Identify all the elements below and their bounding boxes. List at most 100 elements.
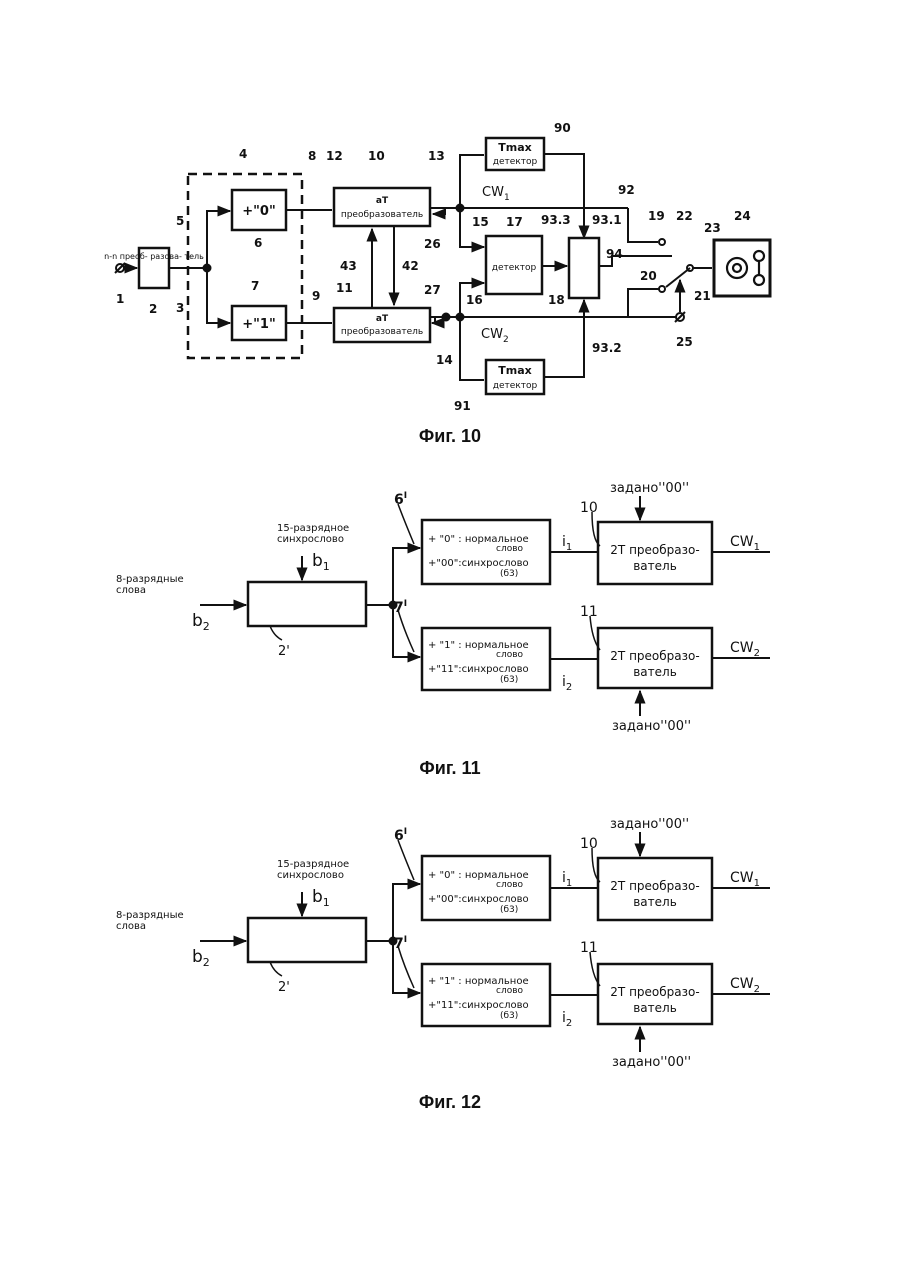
ref-4: 4 [239,147,247,161]
nrzi-label-line1: n-n преоб- разова- тель [104,252,204,261]
conv10-label-b: преобразователь [341,210,423,220]
add0-label: +"0" [242,204,275,219]
ref-93-2: 93.2 [592,341,622,355]
tmax-bottom-label-b: детектор [493,381,538,391]
wire-to-top-block [393,548,420,605]
i2-label: i2 [562,674,572,693]
conv-bottom-line2-fig12: ватель [633,1001,677,1015]
ref-7prime-fig12: 7I [394,935,407,952]
cw2-label: CW2 [481,327,509,345]
ref-5: 5 [176,214,184,228]
conv10-label-a: aT [376,196,389,206]
ref-11-fig11: 11 [580,604,598,620]
ref-7prime: 7I [394,599,407,616]
top-block-line3-fig12: +"00":синхрослово [428,894,529,905]
conv-bottom-line1-fig12: 2T преобразо- [610,985,699,999]
ref-11: 11 [336,281,353,295]
conv11-label-b: преобразователь [341,327,423,337]
wire-93-2 [544,300,584,377]
given-top-label: задано''00'' [610,481,689,496]
ref-13: 13 [428,149,445,163]
add1-label: +"1" [242,317,275,332]
b1-label-fig12: b1 [312,887,330,909]
ref-1: 1 [116,292,124,306]
bottom-insert-block-7prime [422,628,550,690]
logic-block-94 [569,238,599,298]
sync-word-label-2-fig12: синхрослово [277,870,344,881]
top-block-line3: +"00":синхрослово [428,558,529,569]
leader-2prime-fig12 [270,962,282,976]
i1-label: i1 [562,534,572,553]
leader-6prime-fig12 [398,840,414,880]
input-words-label-2-fig12: слова [116,921,146,932]
conv11-label-a: aT [376,314,389,324]
ref-17: 17 [506,215,523,229]
ref-22: 22 [676,209,693,223]
ref-3: 3 [176,301,184,315]
ref-91: 91 [454,399,471,413]
sync-word-label-1-fig12: 15-разрядное [277,859,349,870]
bottom-insert-block-7prime-fig12 [422,964,550,1026]
conv-top-line2: ватель [633,559,677,573]
ref-24: 24 [734,209,751,223]
conv-bottom-line1: 2T преобразо- [610,649,699,663]
terminal-25 [675,312,685,322]
ref-23: 23 [704,221,721,235]
ref-18: 18 [548,293,565,307]
at-converter-10 [334,188,430,226]
top-insert-block-6prime [422,520,550,584]
bottom-block-line3: +"11":синхрослово [428,664,529,675]
ref-2: 2 [149,302,157,316]
i1-label-fig12: i1 [562,870,572,889]
top-block-line4: (б3) [500,569,518,579]
figure-11: 8-разрядные слова 15-разрядное синхросло… [116,481,770,778]
input-words-label-1-fig12: 8-разрядные [116,910,184,921]
leader-7prime-fig12 [398,946,414,988]
ref-42: 42 [402,259,419,273]
ref-10-fig12: 10 [580,836,598,852]
ref-10: 10 [368,149,385,163]
cw1-fig12: CW1 [730,870,760,889]
input-terminal-1 [115,263,125,273]
ref-16: 16 [466,293,483,307]
wire-to-add1 [207,268,230,323]
b2-label-fig12: b2 [192,947,210,969]
sync-word-label-1: 15-разрядное [277,523,349,534]
ref-21: 21 [694,289,711,303]
leader-7prime [398,610,414,652]
ref-92: 92 [618,183,635,197]
tape-reel-icon [727,251,764,285]
given-top-label-fig12: задано''00'' [610,817,689,832]
b1-label: b1 [312,551,330,573]
switch-contact-20 [659,286,665,292]
ref-90: 90 [554,121,571,135]
i2-label-fig12: i2 [562,1010,572,1029]
bottom-block-line4: (б3) [500,675,518,685]
conv-top-line1-fig12: 2T преобразо- [610,879,699,893]
leader-2prime [270,626,282,640]
ref-6prime-fig12: 6I [394,827,407,844]
cw1-fig11: CW1 [730,534,760,553]
wire-to-top-block-fig12 [393,884,420,941]
ref-10-fig11: 10 [580,500,598,516]
node-14 [443,314,450,321]
figure-10-labels: n-n преоб- разова- тель +"0" +"1" aT пре… [104,121,751,446]
conv-top-line1: 2T преобразо- [610,543,699,557]
top-block-line4-fig12: (б3) [500,905,518,915]
ref-25: 25 [676,335,693,349]
switch-arm [666,268,690,287]
ref-6: 6 [254,236,262,250]
bottom-block-line2-fig12: слово [496,986,524,996]
wire-to-tmax-top [460,155,484,208]
bottom-block-line4-fig12: (б3) [500,1011,518,1021]
bottom-block-line3-fig12: +"11":синхрослово [428,1000,529,1011]
given-bottom-label: задано''00'' [612,719,691,734]
ref-9: 9 [312,289,320,303]
b2-label: b2 [192,611,210,633]
ref-94: 94 [606,247,623,261]
detector-17-label: детектор [492,263,537,273]
wire-to-add0 [207,211,230,268]
conv-bottom-line2: ватель [633,665,677,679]
sync-word-label-2: синхрослово [277,534,344,545]
cw2-fig12: CW2 [730,976,760,995]
